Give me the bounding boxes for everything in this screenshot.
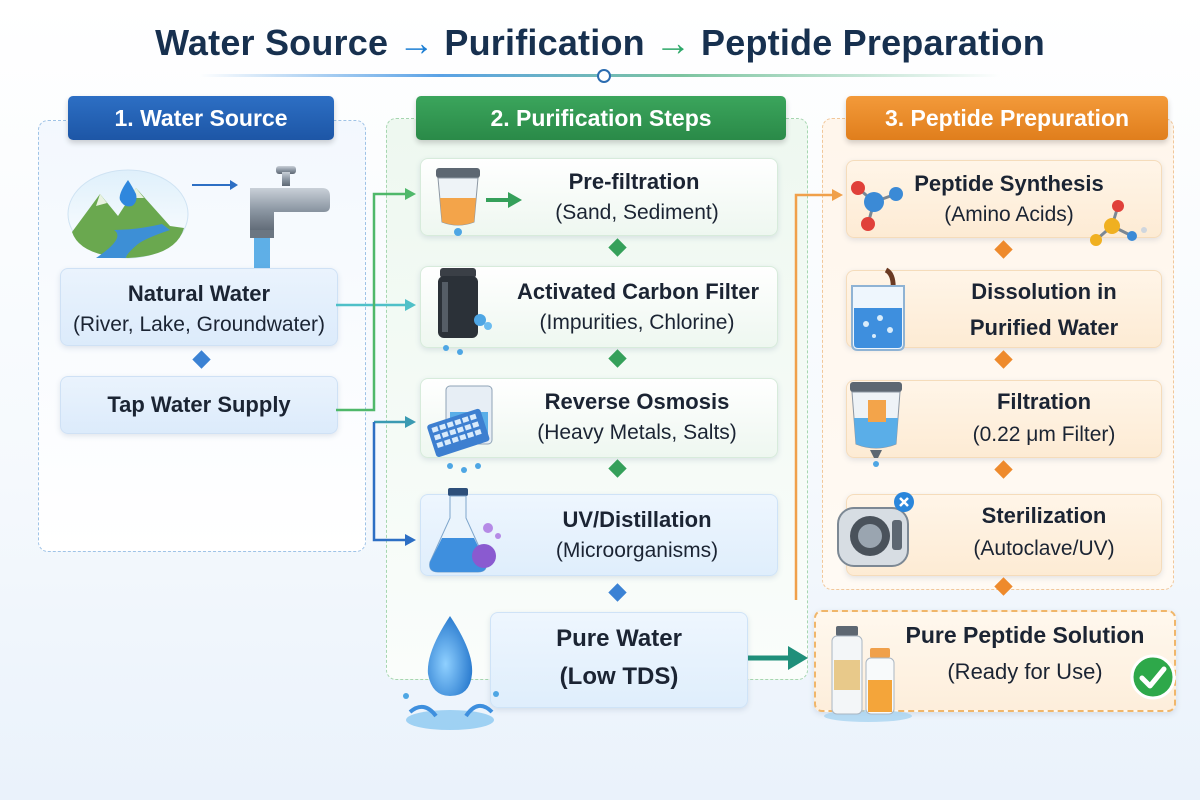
syringe-filter-icon: [850, 382, 902, 467]
checkmark-icon: [1130, 654, 1176, 700]
filtration-subtitle: (0.22 μm Filter): [972, 423, 1116, 446]
pure-water-box: Pure Water (Low TDS): [490, 612, 748, 708]
title-water-source: Water Source: [155, 22, 389, 63]
carbon-filter-box: Activated Carbon Filter (Impurities, Chl…: [420, 266, 778, 348]
title-peptide-preparation: Peptide Preparation: [701, 22, 1045, 63]
natural-water-subtitle: (River, Lake, Groundwater): [72, 313, 326, 336]
reverse-osmosis-title: Reverse Osmosis: [544, 389, 730, 414]
water-tap-icon: [250, 166, 330, 268]
dissolution-title-line2: Purified Water: [969, 315, 1119, 340]
tap-water-title: Tap Water Supply: [107, 392, 291, 417]
sediment-filter-icon: [436, 168, 522, 236]
pure-peptide-title: Pure Peptide Solution: [905, 622, 1145, 648]
pure-water-subtitle: (Low TDS): [559, 663, 679, 690]
peptide-synthesis-subtitle: (Amino Acids): [944, 203, 1074, 226]
arrow-icon: [192, 180, 238, 190]
natural-water-title: Natural Water: [127, 281, 271, 306]
pure-water-title: Pure Water: [556, 625, 682, 652]
diagram-title: Water Source→Purification→Peptide Prepar…: [0, 22, 1200, 64]
purification-header: 2. Purification Steps: [416, 96, 786, 140]
tap-water-box: Tap Water Supply: [60, 376, 338, 434]
title-underline-dot: [597, 69, 611, 83]
natural-water-box: Natural Water (River, Lake, Groundwater): [60, 268, 338, 346]
dissolution-title-line1: Dissolution in: [971, 279, 1117, 304]
water-drop-splash-icon: [403, 616, 499, 730]
carbon-filter-subtitle: (Impurities, Chlorine): [539, 311, 735, 334]
pre-filtration-subtitle: (Sand, Sediment): [555, 201, 719, 224]
title-purification: Purification: [444, 22, 645, 63]
peptide-header: 3. Peptide Prepuration: [846, 96, 1168, 140]
uv-distillation-title: UV/Distillation: [562, 507, 712, 532]
molecule-icon: [1090, 200, 1147, 246]
uv-distillation-subtitle: (Microorganisms): [555, 539, 719, 562]
reverse-osmosis-subtitle: (Heavy Metals, Salts): [537, 421, 737, 444]
uv-flask-icon: [429, 488, 501, 573]
pre-filtration-box: Pre-filtration (Sand, Sediment): [420, 158, 778, 236]
pure-peptide-subtitle: (Ready for Use): [947, 659, 1103, 684]
peptide-vials-icon: [824, 626, 912, 722]
title-arrow-1: →: [398, 22, 435, 63]
sterilization-subtitle: (Autoclave/UV): [973, 537, 1115, 560]
sterilization-title: Sterilization: [981, 503, 1107, 528]
carbon-filter-icon: [438, 268, 492, 355]
water-source-header: 1. Water Source: [68, 96, 334, 140]
autoclave-icon: [837, 492, 914, 567]
filtration-title: Filtration: [996, 389, 1092, 414]
reverse-osmosis-membrane-icon: [427, 385, 493, 473]
peptide-synthesis-title: Peptide Synthesis: [914, 171, 1104, 196]
beaker-icon: [851, 267, 905, 351]
molecule-icon: [851, 181, 903, 231]
landscape-water-drop-icon: [67, 169, 189, 259]
pre-filtration-title: Pre-filtration: [568, 169, 700, 194]
carbon-filter-title: Activated Carbon Filter: [516, 279, 760, 304]
title-arrow-2: →: [654, 22, 692, 63]
